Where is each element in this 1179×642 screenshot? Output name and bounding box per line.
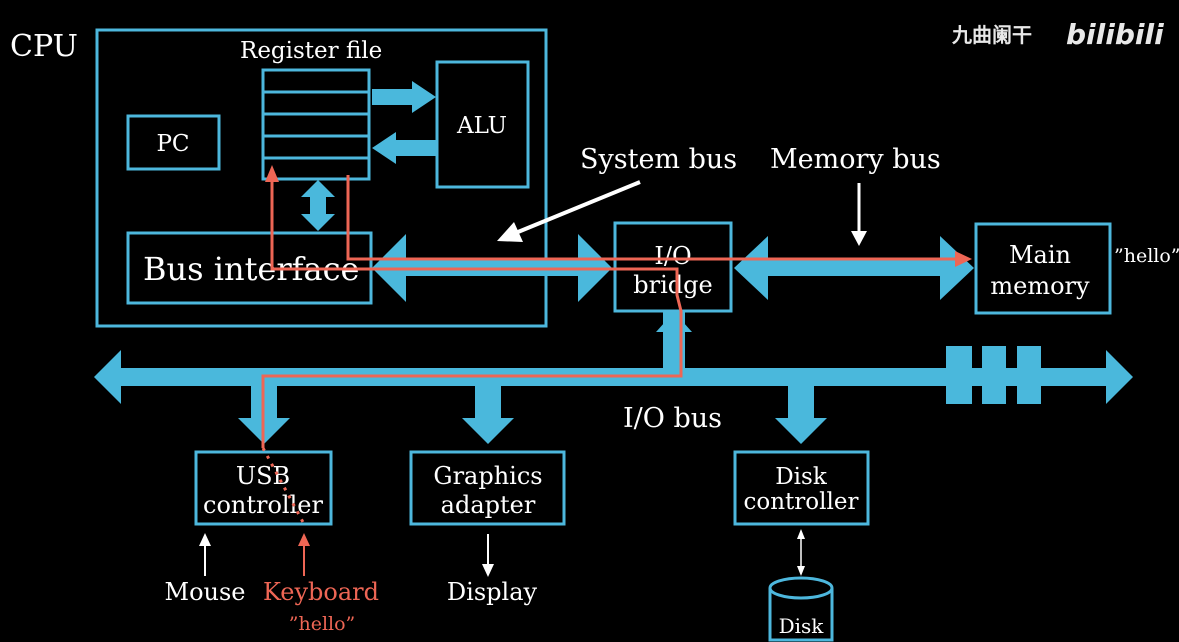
register-file-label: Register file xyxy=(240,38,382,64)
bridge-io-bus-link-head xyxy=(656,312,692,332)
disk-controller-label-line2: controller xyxy=(744,489,859,515)
cpu-label: CPU xyxy=(10,29,78,64)
keyboard-to-register-path xyxy=(261,172,683,448)
system-bus-pointer xyxy=(517,180,641,234)
io-bridge-label-line2: bridge xyxy=(633,271,712,299)
graphics-adapter-label-line1: Graphics xyxy=(433,462,542,490)
regfile-to-alu-arrow xyxy=(372,81,436,113)
mouse-label: Mouse xyxy=(165,578,246,606)
memory-bus-arrow xyxy=(734,236,974,300)
keyboard-arrow-head xyxy=(298,533,310,546)
pc-label: PC xyxy=(156,131,189,157)
usb-controller-label-line2: controller xyxy=(203,491,323,519)
system-bus-label: System bus xyxy=(580,144,737,175)
keyboard-input: ”hello” xyxy=(289,613,356,635)
io-bus-to-disk-arrow xyxy=(775,386,827,444)
graphics-adapter-label-line2: adapter xyxy=(441,491,536,519)
main-memory-label-line1: Main xyxy=(1009,241,1071,269)
io-bus-expansion-slots xyxy=(946,346,1041,404)
bilibili-logo-icon: bilibili xyxy=(1066,18,1164,51)
disk-controller-label-line1: Disk xyxy=(775,464,828,490)
keyboard-label: Keyboard xyxy=(263,578,379,606)
display-arrow-head xyxy=(482,564,494,577)
disk-label: Disk xyxy=(779,614,825,638)
watermark-author: 九曲阑干 xyxy=(951,23,1032,47)
disk-cylinder-icon xyxy=(768,576,834,642)
alu-to-regfile-arrow xyxy=(372,132,436,164)
main-memory-label-line2: memory xyxy=(990,272,1090,300)
mouse-arrow-head xyxy=(199,533,211,546)
disk-link-head-down xyxy=(797,566,805,576)
register-file xyxy=(261,68,371,181)
graphics-adapter-box xyxy=(409,450,566,526)
register-to-memory-path xyxy=(346,175,960,261)
usb-controller-box xyxy=(194,450,333,526)
regfile-bus-interface-arrow xyxy=(301,180,335,231)
system-bus-pointer-head xyxy=(497,222,523,242)
disk-controller-box xyxy=(733,450,870,526)
pc-box xyxy=(126,114,221,171)
alu-label: ALU xyxy=(456,113,507,139)
keyboard-to-register-path-head xyxy=(265,165,279,182)
register-to-memory-path-head xyxy=(955,251,972,267)
io-bus-label: I/O bus xyxy=(623,403,722,434)
cpu-box xyxy=(95,28,548,328)
io-bridge-label-line1: I/O xyxy=(654,242,691,270)
main-memory-box xyxy=(974,222,1112,315)
alu-box xyxy=(435,60,530,189)
memory-bus-pointer-head xyxy=(851,231,867,246)
disk-link-head-up xyxy=(797,529,805,539)
usb-controller-label-line1: USB xyxy=(236,462,290,490)
memory-bus-label: Memory bus xyxy=(770,144,941,175)
display-label: Display xyxy=(447,578,538,606)
io-bus-to-graphics-arrow xyxy=(462,386,514,444)
io-bridge-box xyxy=(613,221,733,313)
main-memory-contents: ”hello” xyxy=(1114,245,1179,267)
